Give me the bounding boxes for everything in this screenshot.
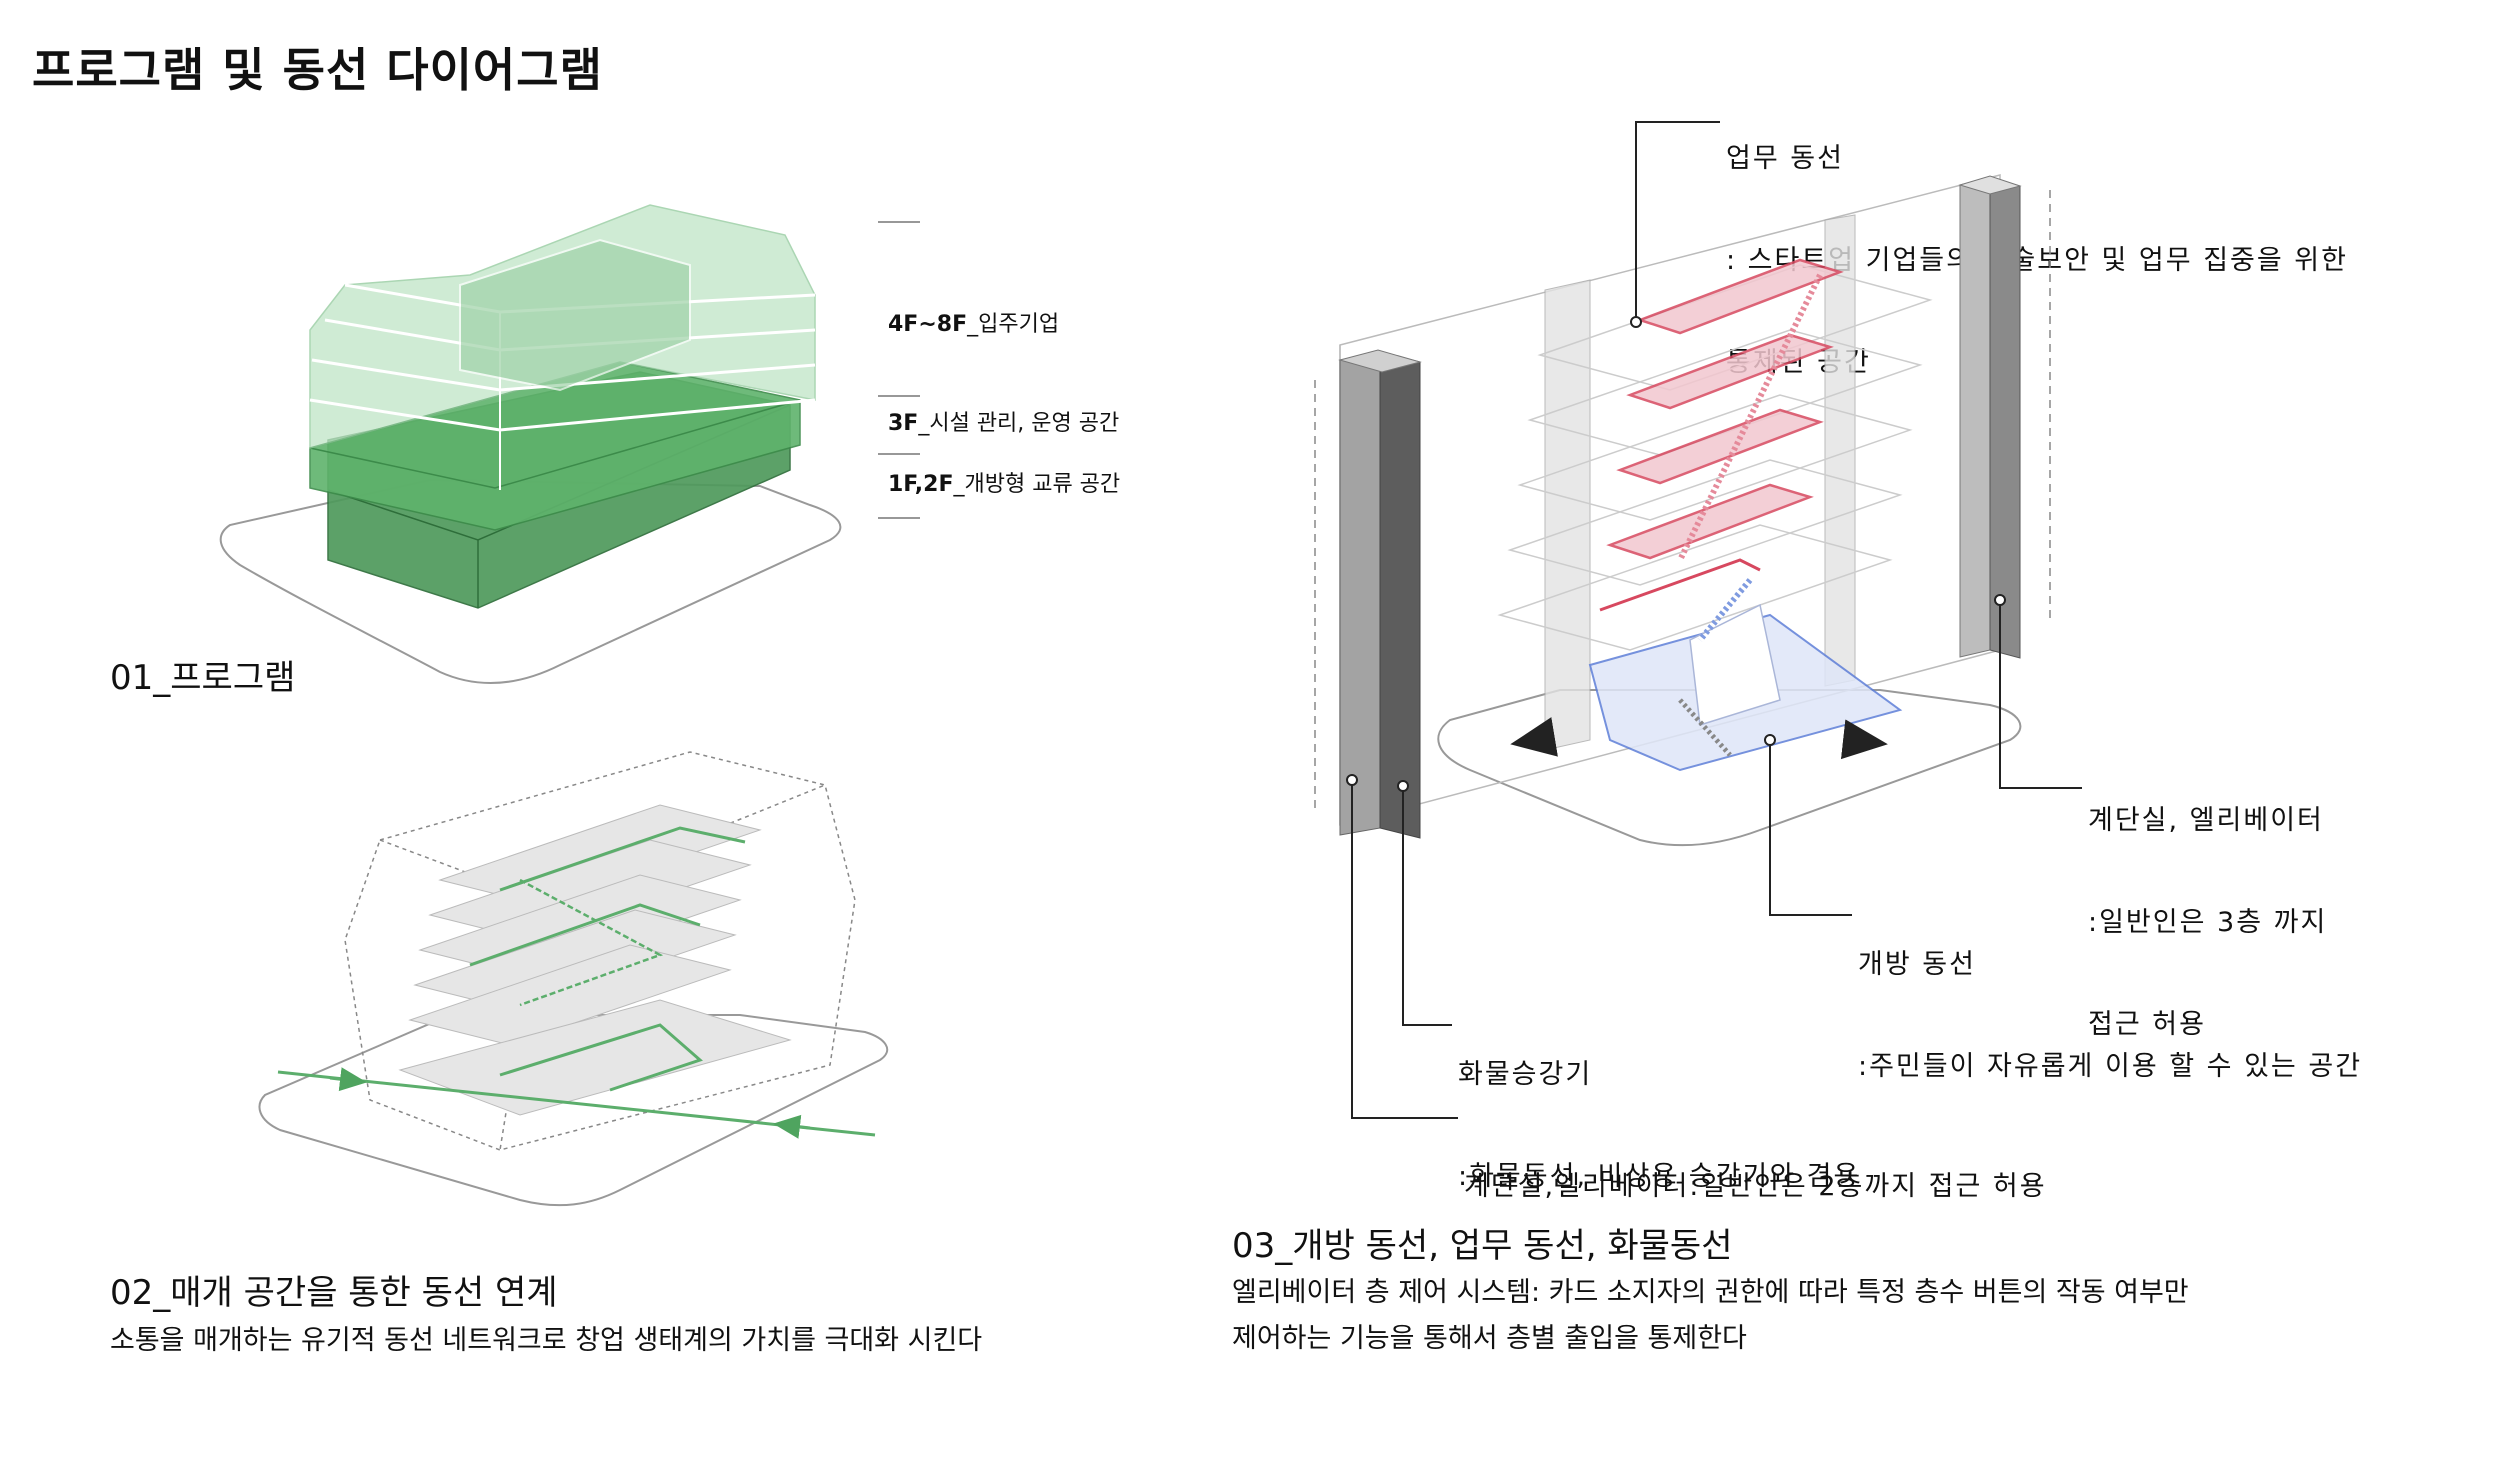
- annotation-core-right: 계단실, 엘리베이터 :일반인은 3층 까지 접근 허용: [2088, 736, 2327, 1076]
- panel2-description: 소통을 매개하는 유기적 동선 네트워크로 창업 생태계의 가치를 극대화 시킨…: [110, 1325, 983, 1356]
- circulation-detail: [1314, 121, 2082, 1119]
- annotation-title: 업무 동선: [1726, 143, 1844, 174]
- floor-name: _시설 관리, 운영 공간: [918, 411, 1120, 436]
- floor-code: 4F~8F: [888, 312, 968, 337]
- annotation-text: 접근 허용: [2088, 1009, 2206, 1040]
- panel2-caption: 02_매개 공간을 통한 동선 연계: [110, 1273, 558, 1313]
- core-right-column: [1959, 177, 1991, 658]
- panel1-caption: 01_프로그램: [110, 658, 296, 698]
- floor-label-middle: 3F_시설 관리, 운영 공간: [888, 405, 1119, 437]
- annotation-text: :주민들이 자유롭게 이용 할 수 있는 공간: [1858, 1051, 2363, 1082]
- program-massing: [219, 204, 920, 685]
- annotation-title: 개방 동선: [1858, 949, 1976, 980]
- panel3-caption: 03_개방 동선, 업무 동선, 화물동선: [1232, 1226, 1733, 1266]
- site-outline: [258, 1014, 889, 1207]
- site-outline: [1437, 689, 2022, 847]
- core-left-back: [1544, 279, 1591, 751]
- annotation-text: 계단실,엘리베이터:일반인은 2층까지 접근 허용: [1464, 1171, 2047, 1202]
- site-outline: [219, 478, 842, 685]
- floor-code: 3F: [888, 411, 919, 436]
- annotation-text: :화물동선, 비상용 승강기와 겸용: [1458, 1161, 1861, 1192]
- annotation-open-flow: 개방 동선 :주민들이 자유롭게 이용 할 수 있는 공간: [1858, 880, 2362, 1118]
- floor-label-upper: 4F~8F_입주기업: [888, 306, 1059, 338]
- annotation-title: 계단실, 엘리베이터: [2088, 805, 2324, 836]
- floor-name: _개방형 교류 공간: [953, 472, 1121, 497]
- panel3-description-line1: 엘리베이터 층 제어 시스템: 카드 소지자의 권한에 따라 특정 층수 버튼의…: [1232, 1277, 2189, 1308]
- annotation-core-left: 계단실,엘리베이터:일반인은 2층까지 접근 허용: [1464, 1102, 2047, 1238]
- annotation-title: 화물승강기: [1458, 1059, 1593, 1090]
- circulation-network: [258, 751, 889, 1207]
- floor-code: 1F,2F: [888, 472, 954, 497]
- annotation-freight: 화물승강기 :화물동선, 비상용 승강기와 겸용: [1458, 990, 1860, 1228]
- annotation-text: :일반인은 3층 까지: [2088, 907, 2328, 938]
- floor-label-lower: 1F,2F_개방형 교류 공간: [888, 466, 1120, 498]
- floor-name: _입주기업: [967, 312, 1060, 337]
- panel3-description-line2: 제어하는 기능을 통해서 층별 출입을 통제한다: [1232, 1323, 1747, 1354]
- page-title: 프로그램 및 동선 다이어그램: [32, 43, 603, 97]
- core-left-column: [1339, 351, 1381, 836]
